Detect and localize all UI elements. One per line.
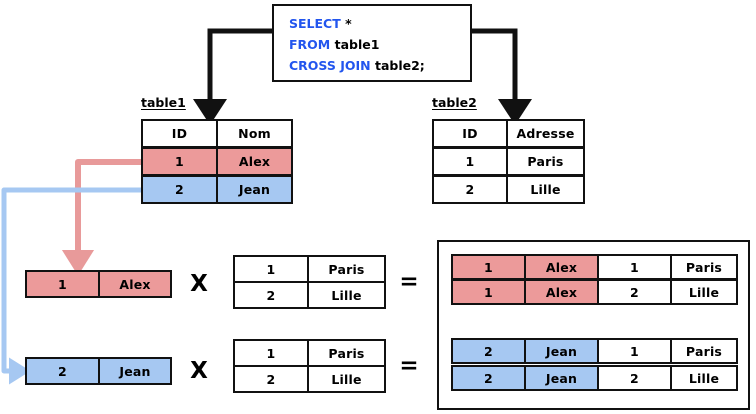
operand-bottom-t2-row2-id: 2 — [233, 365, 309, 393]
sql-keyword-from: FROM — [289, 37, 331, 52]
result-row2-id2: 2 — [597, 279, 672, 305]
table1-row2-nom: Jean — [216, 175, 293, 204]
sql-line-select: SELECT * — [289, 13, 470, 34]
operand-top-t2-row2-id: 2 — [233, 281, 309, 309]
table2-header-id: ID — [432, 119, 508, 148]
sql-statement-box: SELECT * FROM table1 CROSS JOIN table2; — [272, 4, 472, 82]
table1-header-id: ID — [141, 119, 218, 148]
sql-line-cross-join: CROSS JOIN table2; — [289, 55, 470, 76]
result-row3-id2: 1 — [597, 338, 672, 364]
arrow-sql-to-table1 — [193, 28, 272, 126]
operand-pink-id: 1 — [25, 270, 100, 298]
times-symbol-top: X — [190, 271, 208, 297]
arrow-sql-to-table2 — [472, 28, 532, 126]
sql-keyword-select: SELECT — [289, 16, 341, 31]
table2-header-adresse: Adresse — [506, 119, 585, 148]
arrow-row1-to-pink-operand — [61, 159, 141, 276]
result-row1-id2: 1 — [597, 254, 672, 280]
sql-line-from: FROM table1 — [289, 34, 470, 55]
table2-label: table2 — [432, 95, 477, 110]
table1-row2-id: 2 — [141, 175, 218, 204]
result-row2-id1: 1 — [451, 279, 526, 305]
result-row1-adresse: Paris — [670, 254, 738, 280]
operand-top-t2-row2-adresse: Lille — [307, 281, 386, 309]
result-row4-id2: 2 — [597, 365, 672, 391]
table2-row1-adresse: Paris — [506, 147, 585, 176]
table1-header-nom: Nom — [216, 119, 293, 148]
equals-symbol-top: = — [399, 269, 419, 295]
operand-bottom-t2-row2-adresse: Lille — [307, 365, 386, 393]
sql-table2-ident: table2; — [374, 58, 425, 73]
sql-keyword-cross-join: CROSS JOIN — [289, 58, 371, 73]
result-row3-nom: Jean — [524, 338, 599, 364]
arrow-row2-to-blue-operand — [1, 187, 141, 385]
result-row2-adresse: Lille — [670, 279, 738, 305]
result-row4-adresse: Lille — [670, 365, 738, 391]
result-row1-nom: Alex — [524, 254, 599, 280]
result-row1-id1: 1 — [451, 254, 526, 280]
equals-symbol-bottom: = — [399, 353, 419, 379]
operand-blue-id: 2 — [25, 357, 100, 385]
operand-top-t2-row1-adresse: Paris — [307, 255, 386, 283]
table2-row2-id: 2 — [432, 175, 508, 204]
result-row4-nom: Jean — [524, 365, 599, 391]
operand-pink-nom: Alex — [98, 270, 172, 298]
table2-row2-adresse: Lille — [506, 175, 585, 204]
table1-row1-nom: Alex — [216, 147, 293, 176]
result-row3-id1: 2 — [451, 338, 526, 364]
sql-table1-ident: table1 — [334, 37, 380, 52]
operand-bottom-t2-row1-adresse: Paris — [307, 339, 386, 367]
table2-row1-id: 1 — [432, 147, 508, 176]
sql-star: * — [345, 16, 352, 31]
operand-blue-nom: Jean — [98, 357, 172, 385]
result-row3-adresse: Paris — [670, 338, 738, 364]
operand-top-t2-row1-id: 1 — [233, 255, 309, 283]
times-symbol-bottom: X — [190, 358, 208, 384]
result-row4-id1: 2 — [451, 365, 526, 391]
table1-label: table1 — [141, 95, 186, 110]
table1-row1-id: 1 — [141, 147, 218, 176]
operand-bottom-t2-row1-id: 1 — [233, 339, 309, 367]
result-row2-nom: Alex — [524, 279, 599, 305]
